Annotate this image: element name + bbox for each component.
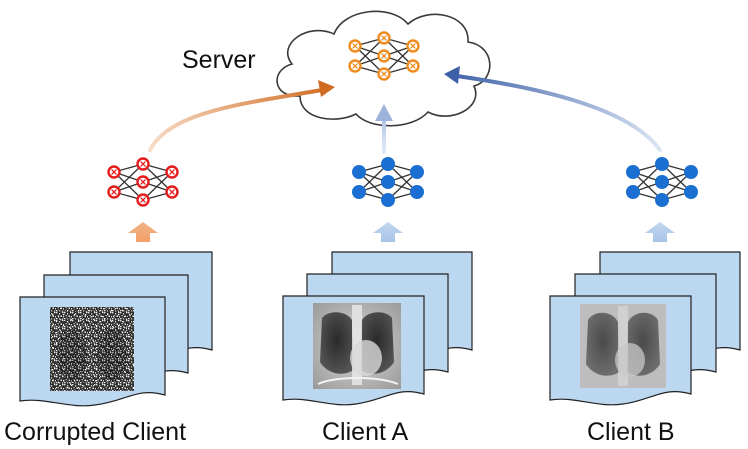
network-node xyxy=(410,185,424,199)
network-node xyxy=(352,165,366,179)
network-node xyxy=(684,185,698,199)
network-node xyxy=(381,175,395,189)
network-edge xyxy=(383,45,414,75)
network-node xyxy=(381,193,395,207)
network-edge xyxy=(142,171,173,201)
node-cross-mark xyxy=(410,63,416,69)
network-edge xyxy=(142,163,173,193)
network-node xyxy=(655,193,669,207)
client-b-update-arrow xyxy=(444,66,662,152)
client-b-dataset xyxy=(549,251,741,406)
client-a-network-icon xyxy=(352,157,424,207)
node-cross-mark xyxy=(140,179,146,185)
network-node xyxy=(684,165,698,179)
corrupted-client-label: Corrupted Client xyxy=(4,418,187,446)
node-cross-mark xyxy=(169,189,175,195)
network-node xyxy=(352,185,366,199)
node-cross-mark xyxy=(111,189,117,195)
node-cross-mark xyxy=(381,53,387,59)
network-edge xyxy=(354,37,385,67)
chest-xray-image-a xyxy=(313,303,401,389)
node-cross-mark xyxy=(410,43,416,49)
network-edge xyxy=(113,171,144,201)
network-node xyxy=(655,157,669,171)
node-cross-mark xyxy=(381,35,387,41)
network-edge xyxy=(113,163,144,193)
client-a-upload-arrow xyxy=(373,222,403,242)
noisy-xray-image xyxy=(50,307,134,391)
client-b-upload-arrow xyxy=(645,222,675,242)
network-edge xyxy=(383,37,414,67)
client-a-label: Client A xyxy=(322,418,409,446)
node-cross-mark xyxy=(140,197,146,203)
node-cross-mark xyxy=(381,71,387,77)
client-a-update-arrow xyxy=(375,104,393,154)
client-b-label: Client B xyxy=(587,418,675,446)
network-node xyxy=(626,165,640,179)
node-cross-mark xyxy=(352,43,358,49)
node-cross-mark xyxy=(352,63,358,69)
network-node xyxy=(626,185,640,199)
client-a-dataset xyxy=(282,251,473,406)
node-cross-mark xyxy=(140,161,146,167)
network-node xyxy=(655,175,669,189)
node-cross-mark xyxy=(111,169,117,175)
chest-xray-image-b xyxy=(580,304,666,388)
network-edge xyxy=(354,45,385,75)
corrupted-client-dataset xyxy=(19,251,213,407)
network-node xyxy=(410,165,424,179)
server-label: Server xyxy=(182,46,256,74)
corrupted-upload-arrow xyxy=(128,222,158,242)
network-node xyxy=(381,157,395,171)
server-network-icon xyxy=(348,31,420,81)
node-cross-mark xyxy=(169,169,175,175)
corrupted-client-network-icon xyxy=(107,157,179,207)
corrupted-update-arrow xyxy=(148,80,335,152)
client-b-network-icon xyxy=(626,157,698,207)
